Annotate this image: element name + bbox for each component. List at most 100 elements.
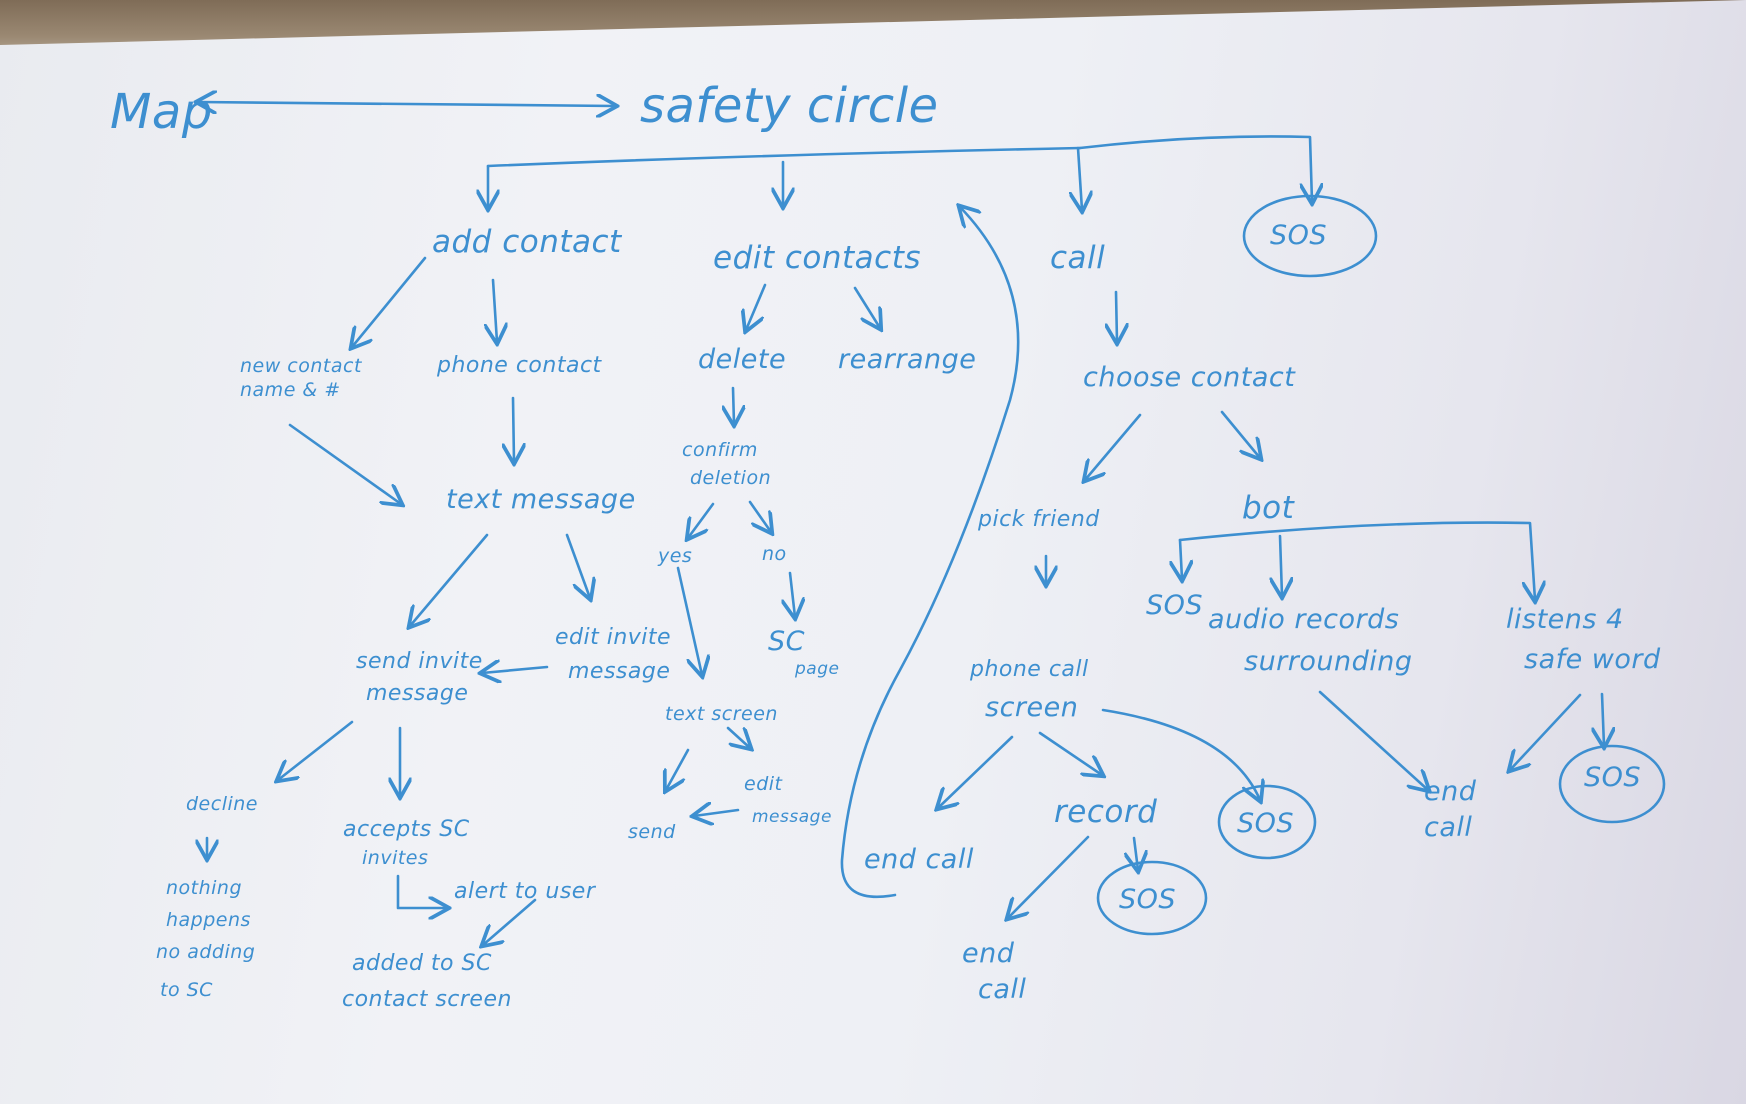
phone-to-sos-arrow <box>1101 708 1260 800</box>
listens-label: listens 4 <box>1506 604 1624 635</box>
to-no-arrow <box>748 500 771 532</box>
listens-label-line2: safe word <box>1524 644 1661 675</box>
accepts-sc-label-line2: invites <box>362 847 428 869</box>
edit-invite-label: edit invite <box>555 625 671 650</box>
accepts-sc-label: accepts SC <box>343 817 470 842</box>
choose-contact-label: choose contact <box>1083 362 1296 393</box>
pick-friend-label: pick friend <box>977 507 1100 532</box>
sos-bot-label: SOS <box>1146 590 1203 621</box>
text-message-label: text message <box>446 484 636 515</box>
confirm-deletion-label: confirm <box>682 439 758 461</box>
bot-bracket-left-arrow <box>1180 538 1182 579</box>
phone-call-label: phone call <box>969 657 1089 682</box>
edit-invite-label-line2: message <box>568 659 670 684</box>
no-label: no <box>762 543 787 565</box>
top-bracket-line <box>486 146 1082 168</box>
node-labels: Map safety circle add contact edit conta… <box>110 78 1661 1012</box>
to-edit-message-arrow <box>726 726 750 748</box>
sos-listens-oval <box>1558 744 1666 824</box>
end-call-3-label: end <box>1424 776 1477 807</box>
to-rearrange-arrow <box>853 286 880 328</box>
alert-to-user-label: alert to user <box>454 879 597 904</box>
nothing-happens-label-line2: happens <box>166 909 251 931</box>
map-safety-arrow <box>198 102 615 106</box>
sos-ovals <box>1096 194 1666 936</box>
edit-message-label-line2: message <box>752 807 832 827</box>
send-invite-label: send invite <box>356 649 483 674</box>
added-to-sc-label: added to SC <box>352 951 492 976</box>
sos-record-oval <box>1096 860 1208 936</box>
new-to-text-arrow <box>288 423 401 504</box>
nothing-happens-label-line4: to SC <box>160 979 213 1001</box>
phone-to-end-call-arrow <box>938 735 1014 808</box>
to-call-arrow <box>1078 146 1082 210</box>
edit-to-send-invite-arrow <box>482 667 549 673</box>
nothing-happens-label: nothing <box>166 877 242 899</box>
to-yes-arrow <box>688 502 715 538</box>
new-contact-label: new contact <box>240 355 363 377</box>
to-new-contact-arrow <box>352 256 427 347</box>
phone-call-label-line2: screen <box>985 692 1078 723</box>
sos-listens-label: SOS <box>1584 762 1641 793</box>
call-to-choose-arrow <box>1116 290 1117 342</box>
bot-bracket-mid-arrow <box>1280 534 1282 596</box>
yes-to-text-screen-arrow <box>676 566 702 675</box>
end-call-label: end call <box>864 844 974 875</box>
delete-to-confirm-arrow <box>733 386 734 424</box>
phone-to-text-arrow <box>513 396 514 462</box>
text-to-send-invite-arrow <box>410 533 489 626</box>
yes-label: yes <box>657 545 692 567</box>
audio-records-label: audio records <box>1208 604 1399 635</box>
sos-top-oval <box>1242 194 1378 278</box>
send-invite-label-line2: message <box>366 681 468 706</box>
sc-page-label-line2: page <box>794 659 839 679</box>
edit-message-to-send-arrow <box>694 810 740 816</box>
send-label: send <box>628 821 676 843</box>
map-label: Map <box>110 84 213 140</box>
to-send-arrow <box>666 748 690 790</box>
sos-phone-oval <box>1217 784 1317 860</box>
sos-phone-label: SOS <box>1237 808 1294 839</box>
end-call-2-label-line2: call <box>978 974 1026 1005</box>
edit-contacts-label: edit contacts <box>713 240 921 276</box>
sos-top-label: SOS <box>1270 220 1327 251</box>
end-call-3-label-line2: call <box>1424 812 1472 843</box>
confirm-deletion-label-line2: deletion <box>690 467 771 489</box>
nothing-happens-label-line3: no adding <box>156 941 255 963</box>
to-phone-contact-arrow <box>493 278 497 342</box>
audio-to-end-call-arrow <box>1318 690 1428 790</box>
decline-label: decline <box>186 793 258 815</box>
record-to-end-call-arrow <box>1008 835 1090 918</box>
audio-records-label-line2: surrounding <box>1244 646 1413 677</box>
listens-to-sos-arrow <box>1602 692 1604 746</box>
phone-contact-label: phone contact <box>436 353 603 378</box>
no-to-sc-page-arrow <box>790 571 795 617</box>
edit-message-label: edit <box>744 773 784 795</box>
delete-label: delete <box>698 344 786 375</box>
listens-to-end-call-arrow <box>1510 693 1582 770</box>
connectors <box>198 102 1604 945</box>
end-call-2-label: end <box>962 938 1015 969</box>
new-contact-label-line2: name & # <box>240 379 341 401</box>
record-to-sos-arrow <box>1134 836 1138 870</box>
phone-to-record-arrow <box>1038 731 1102 775</box>
to-bot-arrow <box>1220 410 1260 458</box>
bot-label: bot <box>1242 490 1296 526</box>
added-to-sc-label-line2: contact screen <box>342 987 512 1012</box>
alert-to-added-arrow <box>483 898 537 945</box>
sc-page-label: SC <box>768 626 805 657</box>
add-contact-label: add contact <box>432 224 623 260</box>
to-delete-arrow <box>746 283 767 330</box>
rearrange-label: rearrange <box>838 344 976 375</box>
text-screen-label: text screen <box>665 703 778 725</box>
sos-record-label: SOS <box>1119 884 1176 915</box>
call-label: call <box>1050 240 1105 276</box>
to-decline-arrow <box>278 720 354 780</box>
bot-bracket-line <box>1178 521 1535 600</box>
record-label: record <box>1054 794 1157 830</box>
text-to-edit-invite-arrow <box>565 533 590 598</box>
safety-circle-label: safety circle <box>640 78 939 134</box>
loop-back-arrow <box>840 207 1020 899</box>
